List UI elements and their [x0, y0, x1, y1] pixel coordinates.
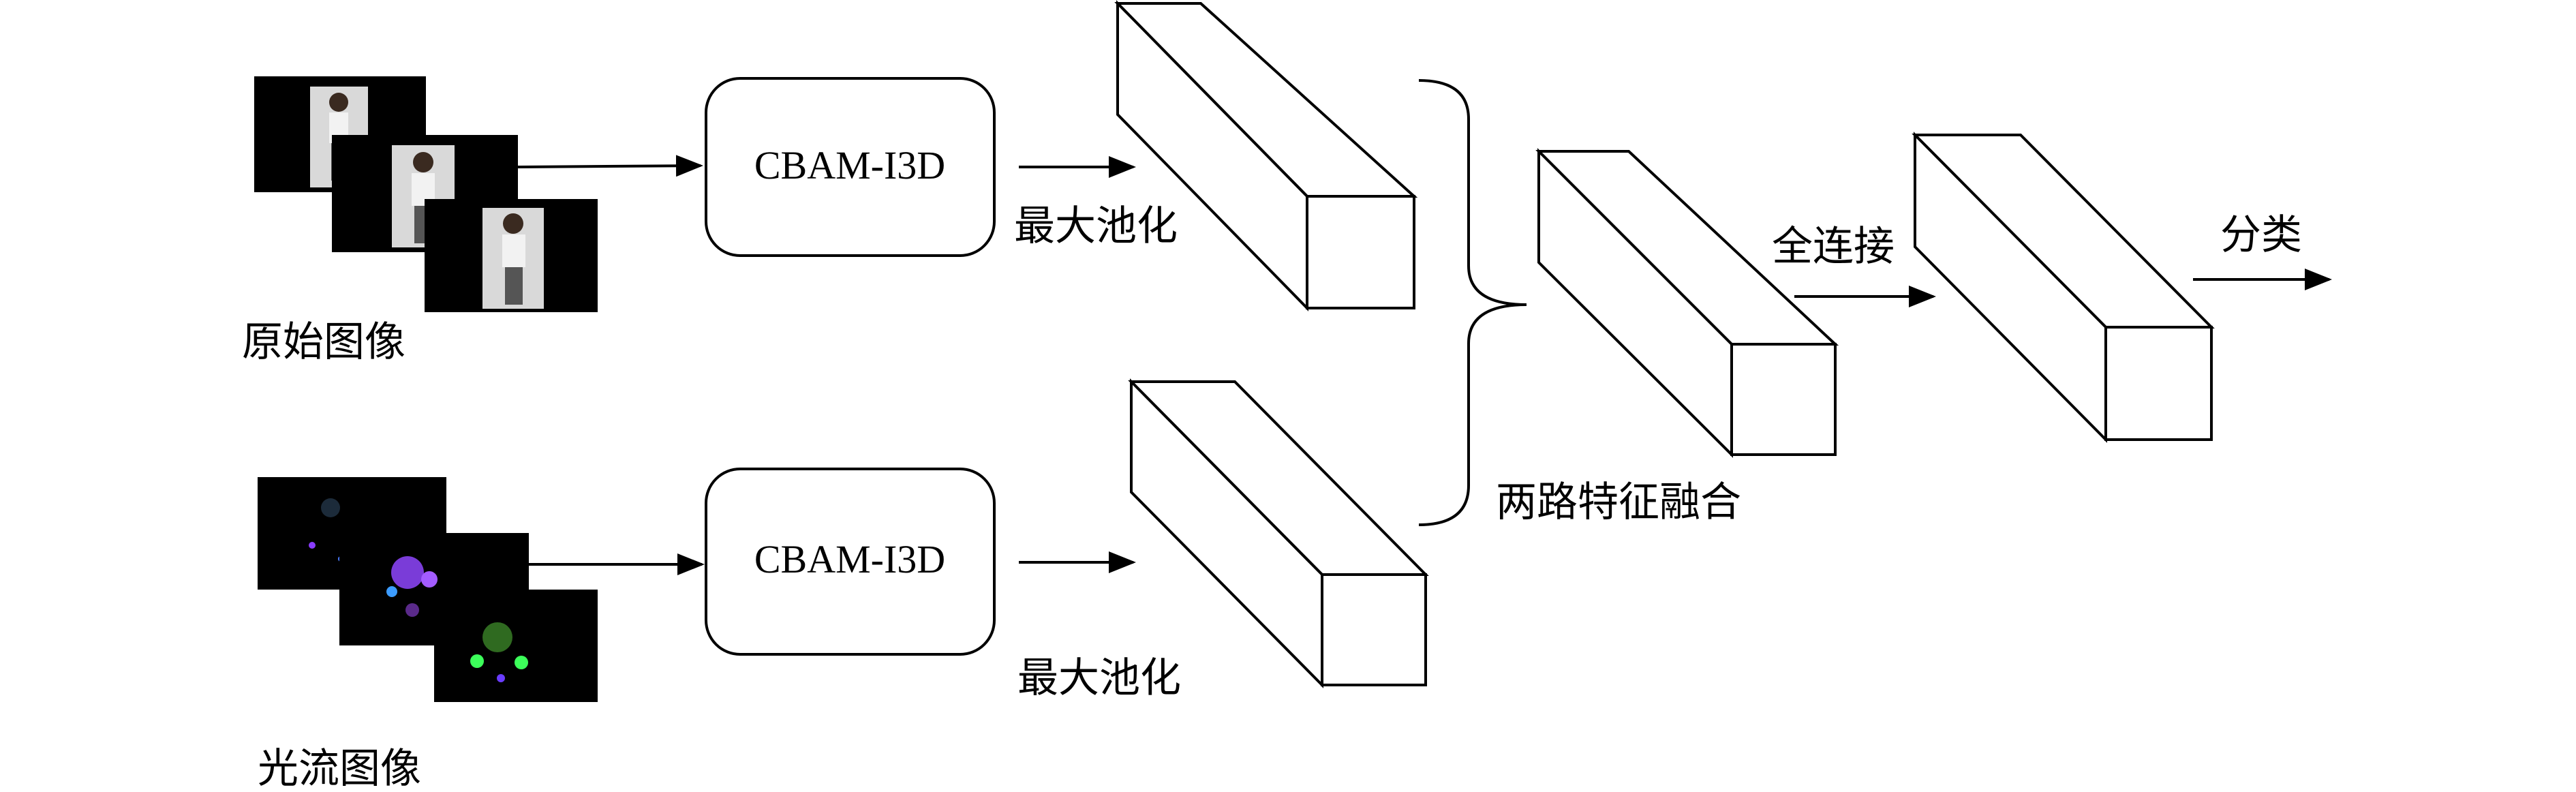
flow-frame-stack — [258, 477, 598, 702]
bottom-pool-label: 最大池化 — [1017, 654, 1181, 702]
classify-label: 分类 — [2220, 211, 2302, 259]
fusion-label: 两路特征融合 — [1496, 478, 1741, 526]
rgb-frame-stack — [254, 76, 598, 312]
top-feature-cuboid — [1114, 0, 1418, 311]
cbam-i3d-top-label: CBAM-I3D — [754, 143, 945, 187]
rgb-image-label: 原始图像 — [242, 318, 405, 366]
cbam-i3d-bottom-label: CBAM-I3D — [754, 537, 945, 581]
cbam-i3d-bottom-box — [705, 468, 996, 656]
bottom-feature-cuboid — [1128, 378, 1429, 688]
cbam-i3d-top-box — [705, 77, 996, 257]
flow-image-label: 光流图像 — [258, 745, 421, 792]
fc-feature-cuboid — [1912, 132, 2215, 443]
top-pool-label: 最大池化 — [1014, 202, 1178, 250]
flow-frame-3 — [434, 590, 598, 702]
fused-feature-cuboid — [1535, 148, 1839, 458]
rgb-to-cbam-arrow — [517, 155, 703, 177]
fusion-brace — [1418, 79, 1527, 526]
fc-label: 全连接 — [1772, 223, 1895, 271]
